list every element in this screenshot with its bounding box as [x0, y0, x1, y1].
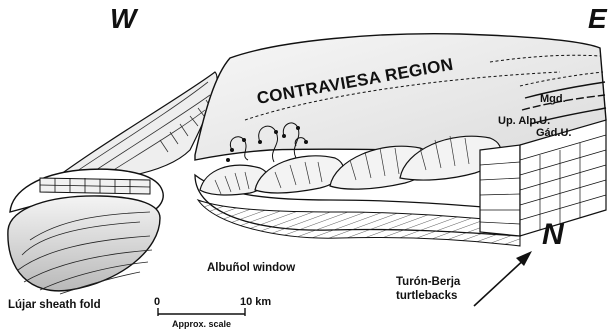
north-arrow-head-icon — [516, 251, 532, 266]
north-compass-label: N — [542, 218, 565, 251]
albunol-window-label: Albuñol window — [207, 262, 295, 274]
west-compass-label: W — [110, 3, 139, 34]
scale-end-label: 10 km — [240, 296, 271, 308]
lujar-sheath-fold-drawing — [8, 72, 217, 294]
gador-unit-label: Gád.U. — [536, 127, 571, 139]
turtlebacks-label-line1: Turón-Berja — [396, 276, 461, 288]
north-arrow-shaft — [474, 256, 528, 306]
turtlebacks-label-line2: turtlebacks — [396, 290, 457, 302]
east-compass-label: E — [588, 3, 608, 34]
mgd-unit-label: Mgd. — [540, 93, 566, 105]
sheath-fold-label: Lújar sheath fold — [8, 299, 101, 311]
scale-bar: 0 10 km Approx. scale — [154, 296, 271, 329]
upper-alpujarride-unit-label: Up. Alp.U. — [498, 115, 550, 127]
scale-start-label: 0 — [154, 296, 160, 308]
scale-caption: Approx. scale — [172, 319, 231, 329]
